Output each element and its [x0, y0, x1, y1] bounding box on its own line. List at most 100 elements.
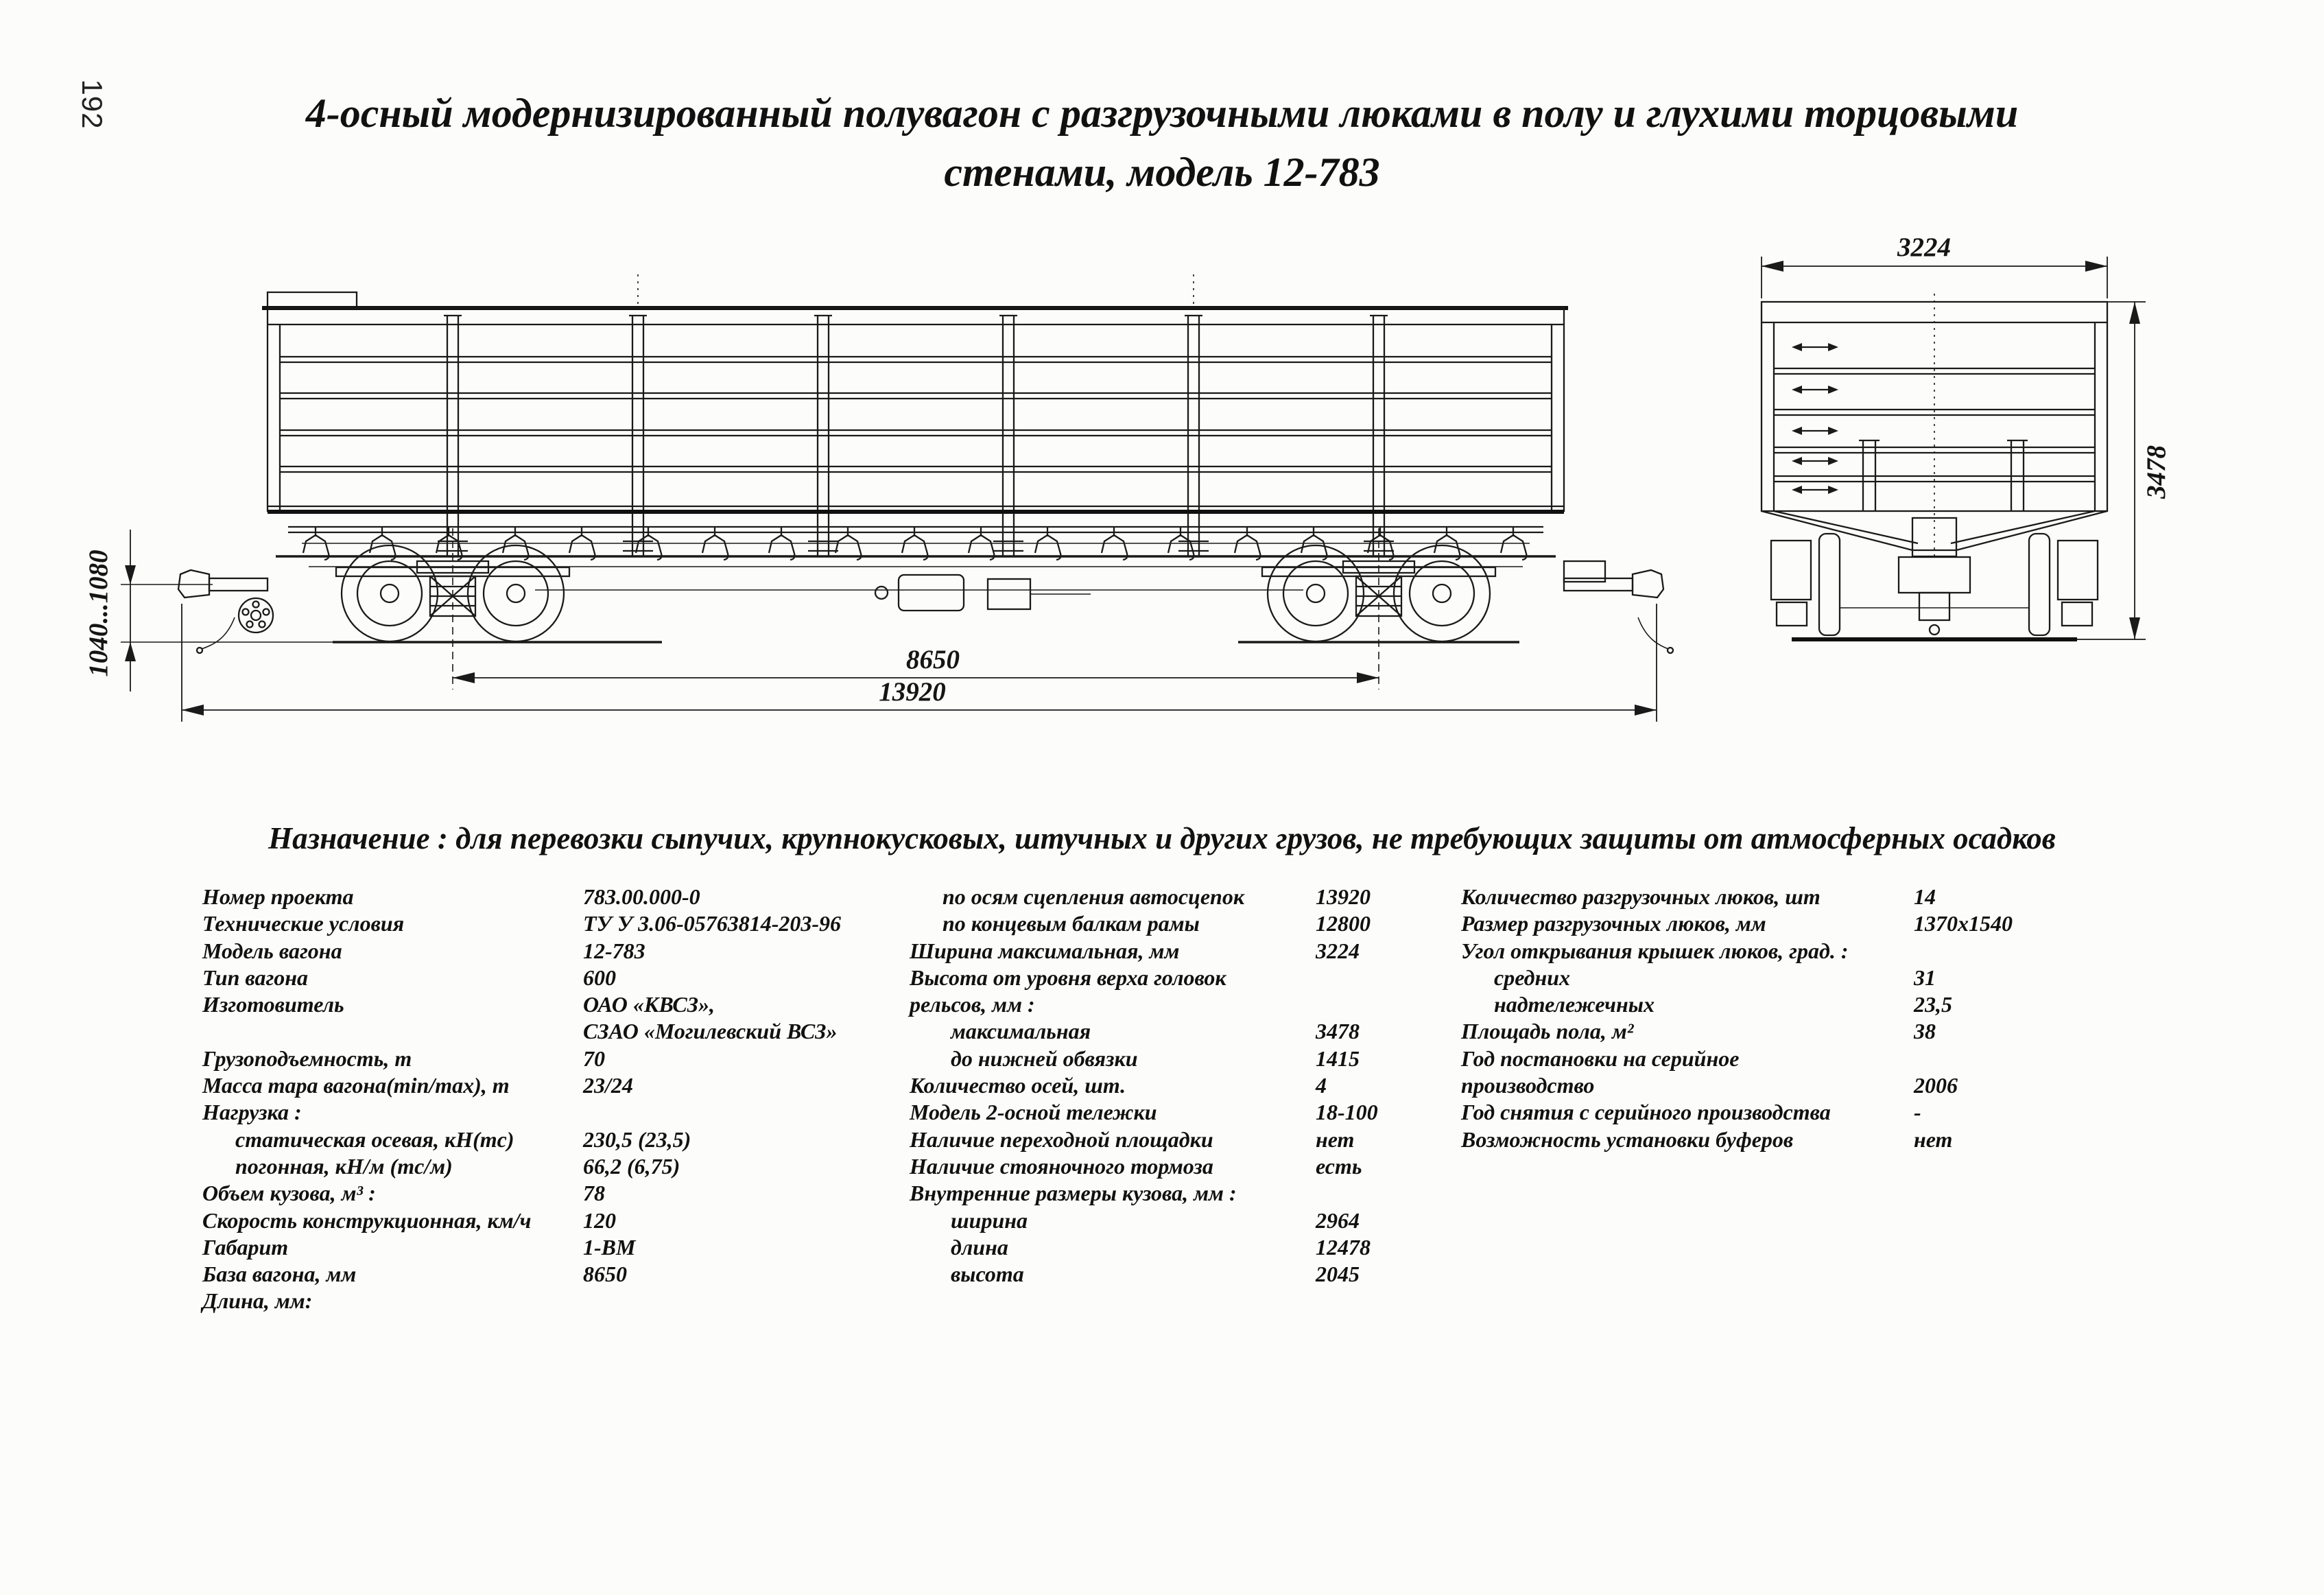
spec-row: Наличие переходной площадки нет [910, 1126, 1458, 1153]
purpose-note: Назначение : для перевозки сыпучих, круп… [268, 821, 2056, 855]
spec-label: Наличие переходной площадки [910, 1126, 1213, 1152]
spec-label: погонная, кН/м (тс/м) [235, 1153, 453, 1179]
spec-label: высота [951, 1262, 1024, 1287]
spec-row: База вагона, мм 8650 [202, 1261, 895, 1288]
spec-row: до нижней обвязки 1415 [910, 1045, 1458, 1072]
spec-value: 3224 [1316, 938, 1360, 963]
spec-label: производство [1461, 1073, 1595, 1098]
spec-row: Скорость конструкционная, км/ч 120 [202, 1207, 895, 1234]
spec-label: Модель 2-осной тележки [910, 1100, 1157, 1125]
coupler-left [177, 569, 274, 654]
spec-value: 13920 [1316, 884, 1371, 909]
spec-value: 8650 [583, 1262, 627, 1287]
spec-value: 38 [1914, 1019, 1936, 1044]
dim-width-label: 3224 [1897, 233, 1951, 262]
hatch-stop-marks [1790, 342, 1840, 495]
spec-row: Размер разгрузочных люков, мм 1370x1540 [1461, 910, 2243, 937]
dim-width: 3224 [1761, 233, 2108, 298]
spec-value: нет [1914, 1126, 1953, 1152]
spec-label: Размер разгрузочных люков, мм [1461, 911, 1766, 936]
spec-value: 230,5 (23,5) [583, 1126, 691, 1152]
spec-value: ОАО «КВСЗ», [583, 992, 715, 1017]
spec-row: Модель 2-осной тележки 18-100 [910, 1099, 1458, 1126]
spec-row: СЗАО «Могилевский ВСЗ» [202, 1018, 895, 1045]
spec-label: Год постановки на серийное [1461, 1045, 1740, 1071]
spec-value: 12800 [1316, 911, 1371, 936]
stanchions [438, 314, 1394, 556]
title-line1: 4-осный модернизированный полувагон с ра… [305, 91, 2019, 136]
spec-value: 600 [583, 965, 616, 990]
dim-length-label: 13920 [879, 677, 946, 707]
spec-label: Тип вагона [202, 965, 309, 990]
spec-value: 23/24 [583, 1073, 633, 1098]
spec-value: 18-100 [1316, 1100, 1378, 1125]
spec-value: 1415 [1316, 1045, 1360, 1071]
spec-value: 66,2 (6,75) [583, 1153, 680, 1179]
spec-row: Модель вагона 12-783 [202, 938, 895, 965]
spec-value: - [1914, 1100, 1921, 1125]
spec-row: Нагрузка : [202, 1099, 895, 1126]
spec-value: 12-783 [583, 938, 645, 963]
spec-row: Угол открывания крышек люков, град. : [1461, 938, 2243, 965]
spec-label: Изготовитель [202, 992, 344, 1017]
spec-label: Год снятия с серийного производства [1461, 1100, 1831, 1125]
spec-row: Объем кузова, м³ :78 [202, 1180, 895, 1207]
spec-row: Грузоподъемность, т 70 [202, 1045, 895, 1072]
spec-label: длина [951, 1234, 1008, 1260]
brake-equipment [535, 574, 1303, 612]
spec-row: Год снятия с серийного производства - [1461, 1099, 2243, 1126]
spec-row: Внутренние размеры кузова, мм : [910, 1180, 1458, 1207]
spec-row: Высота от уровня верха головок [910, 965, 1458, 991]
dim-length: 13920 [181, 604, 1657, 722]
spec-label: надтележечных [1494, 992, 1655, 1017]
spec-value: 1370x1540 [1914, 911, 2013, 936]
dim-coupler-height-label: 1040...1080 [84, 550, 113, 676]
spec-label: Площадь пола, м² [1461, 1019, 1634, 1044]
spec-label: База вагона, мм [202, 1262, 357, 1287]
spec-label: Длина, мм: [202, 1288, 313, 1314]
dim-base-label: 8650 [906, 645, 960, 674]
spec-label: до нижней обвязки [951, 1045, 1138, 1071]
spec-label: Технические условия [202, 911, 405, 936]
spec-label: Нагрузка : [202, 1100, 302, 1125]
spec-value: нет [1316, 1126, 1355, 1152]
spec-row: Длина, мм: [202, 1288, 895, 1314]
spec-value: 31 [1914, 965, 1936, 990]
spec-value: 14 [1914, 884, 1936, 909]
spec-value: 2045 [1316, 1262, 1360, 1287]
spec-value: 120 [583, 1207, 616, 1233]
spec-label: максимальная [951, 1019, 1091, 1044]
spec-label: статическая осевая, кН(тс) [235, 1126, 514, 1152]
spec-label: Грузоподъемность, т [202, 1045, 412, 1071]
spec-label: Угол открывания крышек люков, град. : [1461, 938, 1849, 963]
spec-row: Тип вагона 600 [202, 965, 895, 991]
spec-label: Наличие стояночного тормоза [910, 1153, 1213, 1179]
spec-label: Скорость конструкционная, км/ч [202, 1207, 532, 1233]
spec-label: рельсов, мм : [910, 992, 1035, 1017]
spec-row: погонная, кН/м (тс/м) 66,2 (6,75) [202, 1153, 895, 1180]
spec-label: Внутренние размеры кузова, мм : [910, 1181, 1237, 1206]
dim-base: 8650 [452, 528, 1379, 689]
spec-label: Модель вагона [202, 938, 342, 963]
spec-value: 2964 [1316, 1207, 1360, 1233]
spec-row: Год постановки на серийное [1461, 1045, 2243, 1072]
spec-row: рельсов, мм : [910, 991, 1458, 1018]
spec-value: есть [1316, 1153, 1362, 1179]
side-view-drawing: 8650 13920 1040...1080 [84, 274, 1674, 722]
spec-value: 70 [583, 1045, 605, 1071]
